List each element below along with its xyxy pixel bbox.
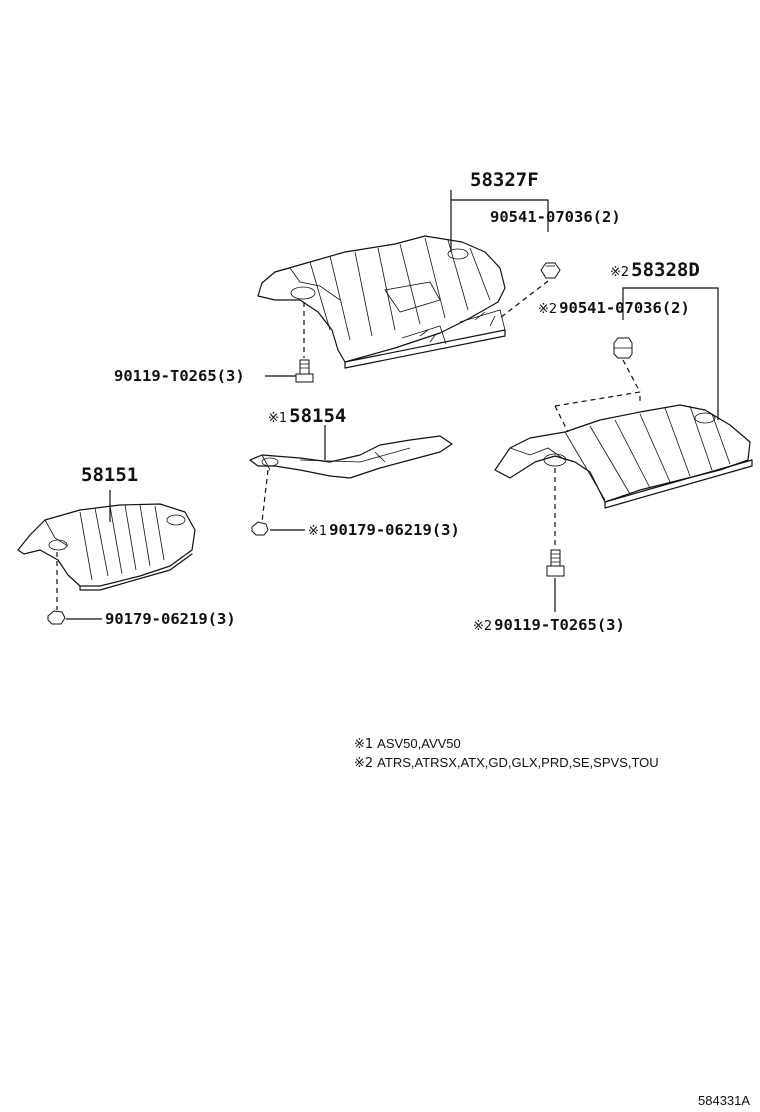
note-mark-2: ※2 — [538, 302, 558, 317]
note-mark-2: ※2 — [610, 265, 630, 280]
heat-insulator-58154 — [249, 435, 453, 479]
part-label-58327f: 58327F — [470, 169, 539, 191]
note-mark-2: ※2 — [473, 619, 493, 634]
nut-90179-center — [251, 521, 269, 536]
nut-90179-left — [47, 610, 66, 625]
diagram-code: 584331A — [698, 1093, 751, 1108]
heat-insulator-58327f — [257, 235, 506, 369]
nut-90541-top — [540, 262, 561, 279]
bolt-90119-bottom — [546, 549, 565, 577]
heat-insulator-58328d — [494, 404, 753, 509]
nut-90541-right — [613, 337, 633, 359]
part-label-90179-left: 90179-06219(3) — [105, 610, 236, 628]
heat-insulator-58151 — [17, 503, 196, 591]
note-mark-1: ※1 — [308, 524, 328, 539]
part-label-90119-top: 90119-T0265(3) — [114, 367, 245, 385]
part-label-58151: 58151 — [81, 464, 139, 486]
part-label-90541-top: 90541-07036(2) — [490, 208, 621, 226]
note-mark-1: ※1 — [268, 411, 288, 426]
bolt-90119-top — [295, 359, 314, 383]
